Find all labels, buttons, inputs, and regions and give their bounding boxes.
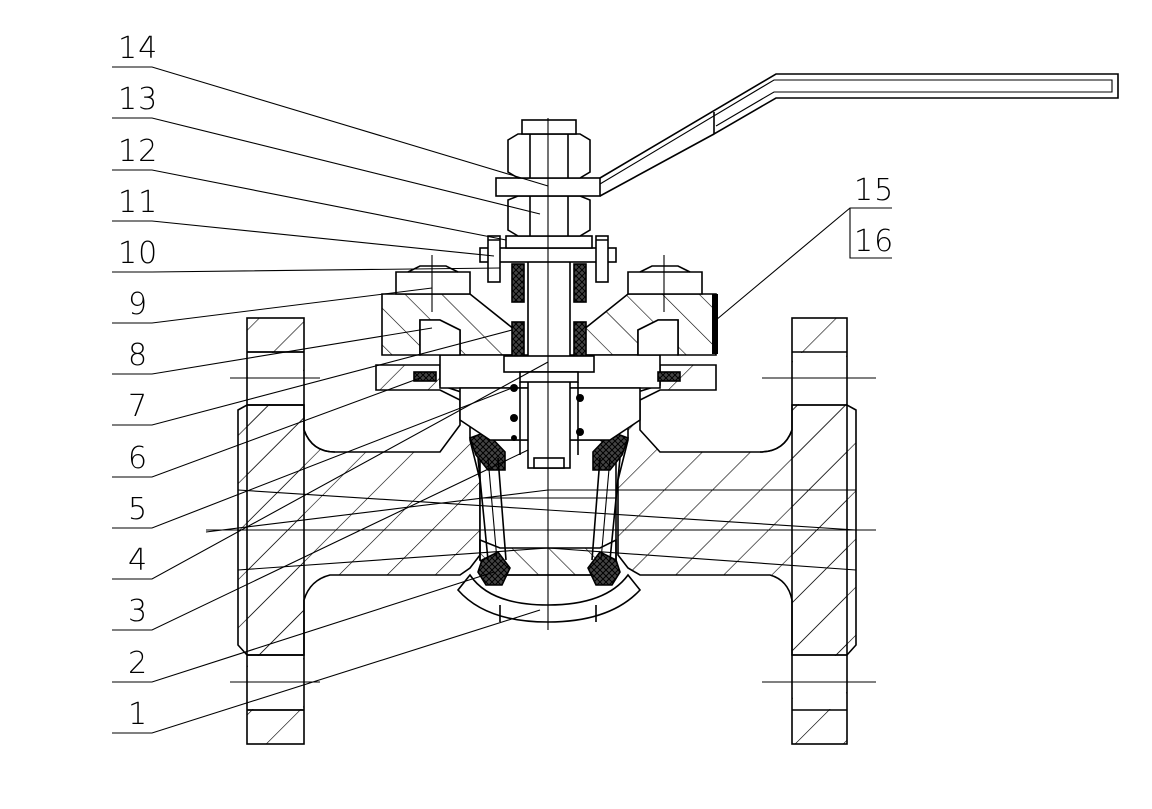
callout-labels: 14 13 12 11 10 9 8 7 6 5 4 3 2 1 15 16 (118, 31, 894, 732)
callout-13: 13 (118, 82, 158, 117)
callout-12: 12 (118, 134, 158, 169)
callout-8: 8 (128, 338, 148, 373)
callout-16: 16 (854, 224, 894, 259)
leader-lines (112, 66, 892, 734)
bonnet (381, 255, 718, 441)
seats (468, 431, 630, 586)
valve-body (237, 364, 857, 656)
centerlines (205, 118, 876, 630)
callout-5: 5 (128, 492, 148, 527)
callout-7: 7 (128, 389, 148, 424)
stem-assembly (479, 119, 617, 469)
callout-14: 14 (118, 31, 158, 66)
callout-2: 2 (128, 646, 148, 681)
callout-1: 1 (128, 697, 148, 732)
callout-11: 11 (118, 185, 158, 220)
callout-10: 10 (118, 236, 158, 271)
callout-6: 6 (128, 441, 148, 476)
callout-3: 3 (128, 594, 148, 629)
callout-15: 15 (854, 173, 894, 208)
lever-handle (599, 73, 1119, 197)
callout-4: 4 (128, 543, 148, 578)
callout-9: 9 (128, 287, 148, 322)
